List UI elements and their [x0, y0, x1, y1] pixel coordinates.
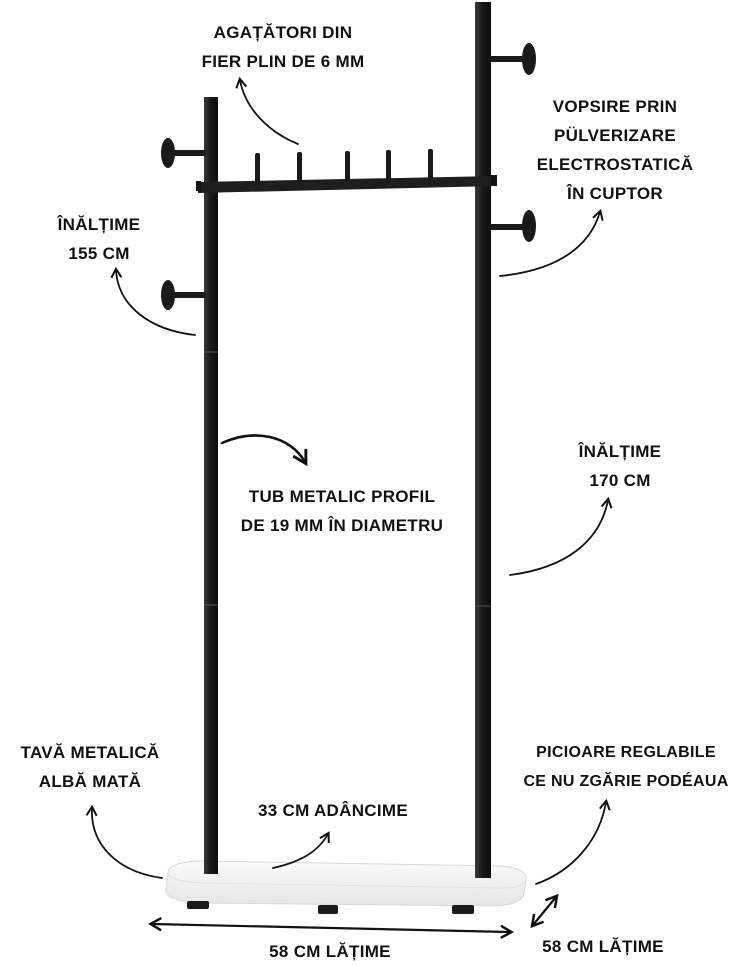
- height-155-line-1: ÎNĂLȚIME: [57, 215, 141, 234]
- height-170-label: ÎNĂLȚIME 170 CM: [555, 437, 685, 495]
- paint-label: VOPSIRE PRIN PÜLVERIZARE ELECTROSTATICĂ …: [510, 92, 720, 208]
- hooks-label-line-1: AGAȚĂTORI DIN: [213, 23, 353, 42]
- width-right-text: 58 CM LĂȚIME: [542, 937, 664, 956]
- left-pole: [204, 97, 218, 874]
- crossbar-hooks: [255, 149, 433, 184]
- height-170-line-1: ÎNĂLȚIME: [578, 442, 662, 461]
- tray-label: TAVĂ METALICĂ ALBĂ MATĂ: [0, 738, 180, 796]
- height-155-arrow: [110, 266, 196, 336]
- paint-arrow: [499, 208, 604, 277]
- hooks-label: AGAȚĂTORI DIN FIER PLIN DE 6 MM: [163, 18, 403, 76]
- hooks-arrow: [235, 76, 299, 145]
- right-pole: [475, 2, 491, 878]
- height-155-line-2: 155 CM: [68, 244, 130, 263]
- width-bottom-text: 58 CM LĂȚIME: [269, 942, 391, 961]
- depth-label-text: 33 CM ADÂNCIME: [258, 801, 408, 820]
- annotation-arrows: [85, 76, 613, 940]
- feet-label-line-1: PICIOARE REGLABILE: [536, 744, 716, 761]
- tray-label-line-1: TAVĂ METALICĂ: [20, 743, 160, 762]
- width-right-label: 58 CM LĂȚIME: [518, 932, 688, 961]
- feet-label: PICIOARE REGLABILE CE NU ZGĂRIE PODÉAUA: [510, 738, 742, 796]
- paint-label-line-1: VOPSIRE PRIN: [552, 97, 678, 116]
- width-right-arrow: [530, 893, 559, 929]
- tube-label-line-2: DE 19 MM ÎN DIAMETRU: [240, 516, 444, 535]
- height-155-label: ÎNĂLȚIME 155 CM: [34, 210, 164, 268]
- paint-label-line-2: PÜLVERIZARE: [554, 126, 676, 145]
- left-side-hooks: [161, 138, 206, 310]
- height-170-line-2: 170 CM: [589, 471, 651, 490]
- width-bottom-arrow: [147, 916, 515, 940]
- adjustable-feet: [187, 901, 474, 914]
- feet-label-line-2: CE NU ZGĂRIE PODÉAUA: [523, 773, 729, 790]
- tube-arrow: [220, 434, 308, 467]
- crossbar: [196, 175, 497, 193]
- height-170-arrow: [509, 496, 613, 576]
- right-side-hooks: [489, 43, 536, 242]
- tube-label-line-1: TUB METALIC PROFIL: [248, 487, 436, 506]
- depth-label: 33 CM ADÂNCIME: [233, 796, 433, 825]
- tray-label-line-2: ALBĂ MATĂ: [38, 772, 142, 791]
- paint-label-line-3: ELECTROSTATICĂ: [536, 155, 694, 174]
- depth-arrow: [272, 831, 330, 869]
- feet-arrow: [535, 798, 611, 885]
- hooks-label-line-2: FIER PLIN DE 6 MM: [201, 52, 365, 71]
- width-bottom-label: 58 CM LĂȚIME: [240, 937, 420, 966]
- tube-label: TUB METALIC PROFIL DE 19 MM ÎN DIAMETRU: [222, 482, 462, 540]
- paint-label-line-4: ÎN CUPTOR: [567, 184, 663, 203]
- tray-arrow: [85, 804, 163, 879]
- base-tray: [165, 860, 527, 907]
